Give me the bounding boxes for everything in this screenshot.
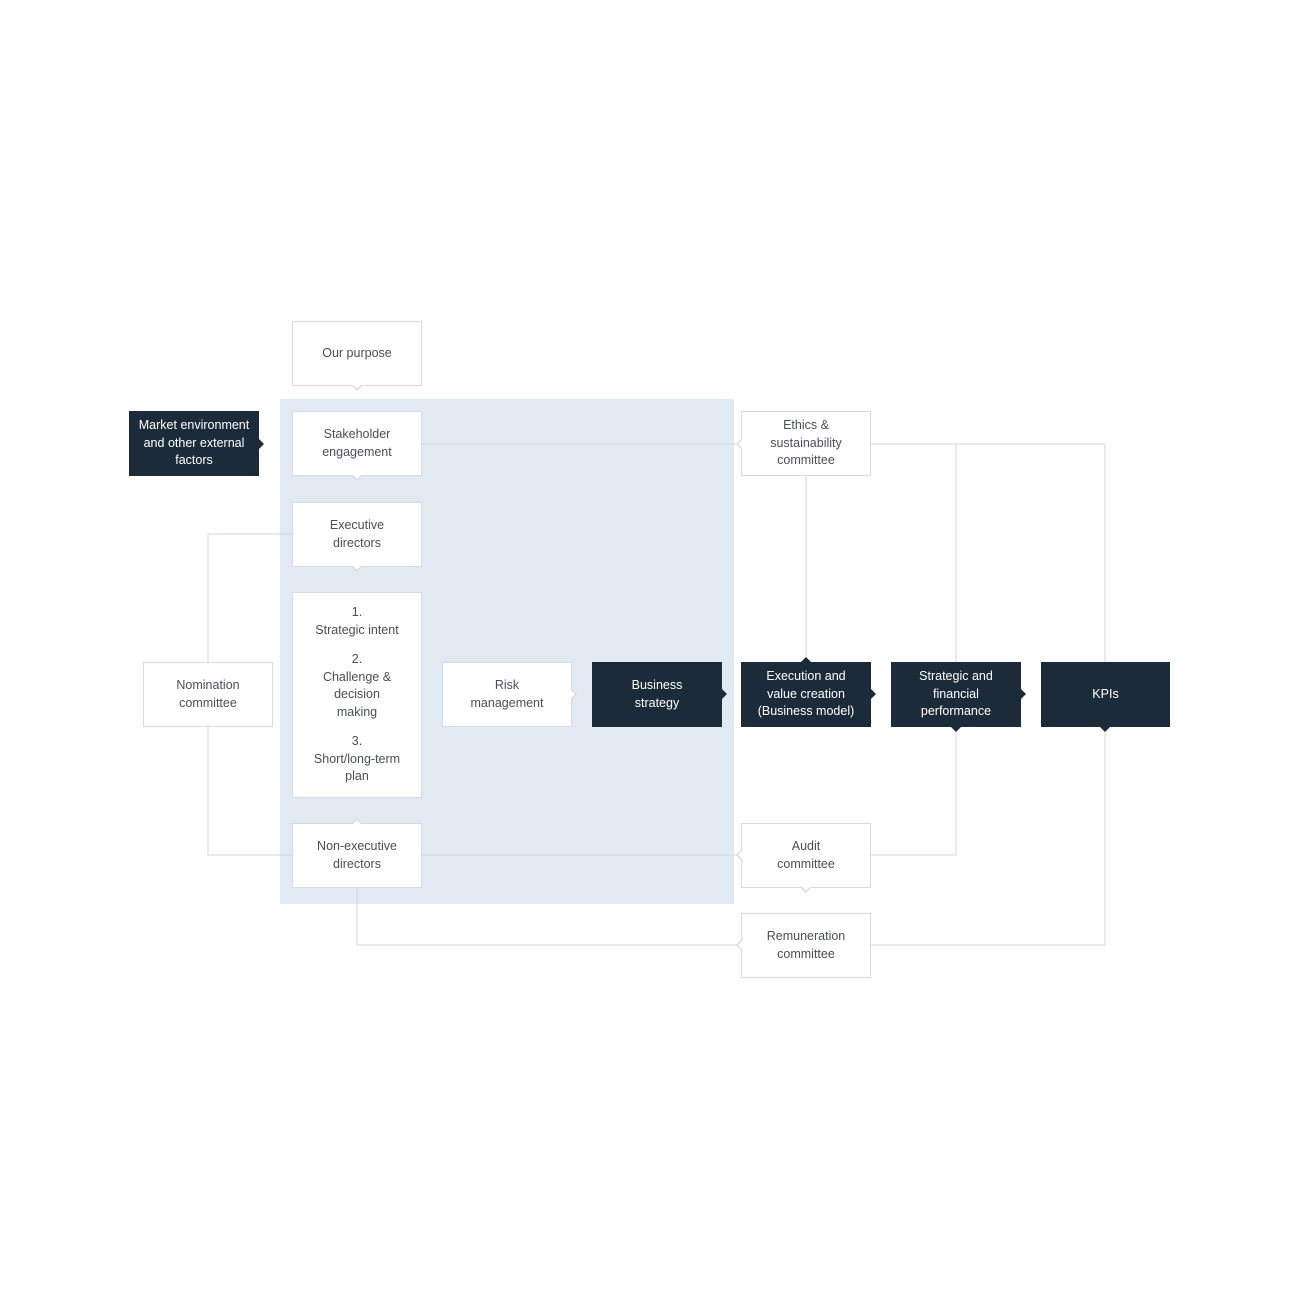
ethics-committee-box: Ethics & sustainability committee [741, 411, 871, 476]
executive-directors-label: Executive directors [329, 518, 385, 550]
kpis-label: KPIs [1092, 686, 1119, 701]
nomination-committee-box: Nomination committee [143, 662, 273, 727]
remuneration-committee-label: Remuneration committee [766, 929, 846, 961]
our-purpose-box: Our purpose [292, 321, 422, 386]
step-long-term-plan: 3. Short/long-term plan [313, 734, 401, 784]
execution-value-creation-box: Execution and value creation (Business m… [741, 662, 871, 727]
non-executive-directors-box: Non-executive directors [292, 823, 422, 888]
step-challenge-decision: 2. Challenge & decision making [322, 652, 392, 719]
market-environment-label: Market environment and other external fa… [138, 418, 250, 468]
risk-management-box: Risk management [442, 662, 572, 727]
executive-directors-box: Executive directors [292, 502, 422, 567]
kpis-box: KPIs [1041, 662, 1170, 727]
stakeholder-engagement-box: Stakeholder engagement [292, 411, 422, 476]
business-strategy-label: Business strategy [631, 678, 683, 710]
remuneration-committee-box: Remuneration committee [741, 913, 871, 978]
stakeholder-engagement-label: Stakeholder engagement [322, 427, 392, 459]
connector-audit-performance [870, 727, 957, 856]
nomination-committee-label: Nomination committee [176, 678, 240, 710]
risk-management-label: Risk management [470, 678, 544, 710]
strategic-performance-box: Strategic and financial performance [891, 662, 1021, 727]
execution-value-creation-label: Execution and value creation (Business m… [757, 669, 855, 719]
decision-steps-box: 1. Strategic intent 2. Challenge & decis… [292, 592, 422, 798]
market-environment-box: Market environment and other external fa… [129, 411, 259, 476]
business-strategy-box: Business strategy [592, 662, 722, 727]
audit-committee-box: Audit committee [741, 823, 871, 888]
connector-remuneration-kpis [870, 727, 1106, 946]
ethics-committee-label: Ethics & sustainability committee [770, 418, 842, 468]
our-purpose-label: Our purpose [322, 345, 392, 360]
audit-committee-label: Audit committee [777, 839, 835, 871]
non-executive-directors-label: Non-executive directors [317, 839, 397, 871]
strategic-performance-label: Strategic and financial performance [919, 669, 993, 719]
step-strategic-intent: 1. Strategic intent [315, 605, 399, 637]
